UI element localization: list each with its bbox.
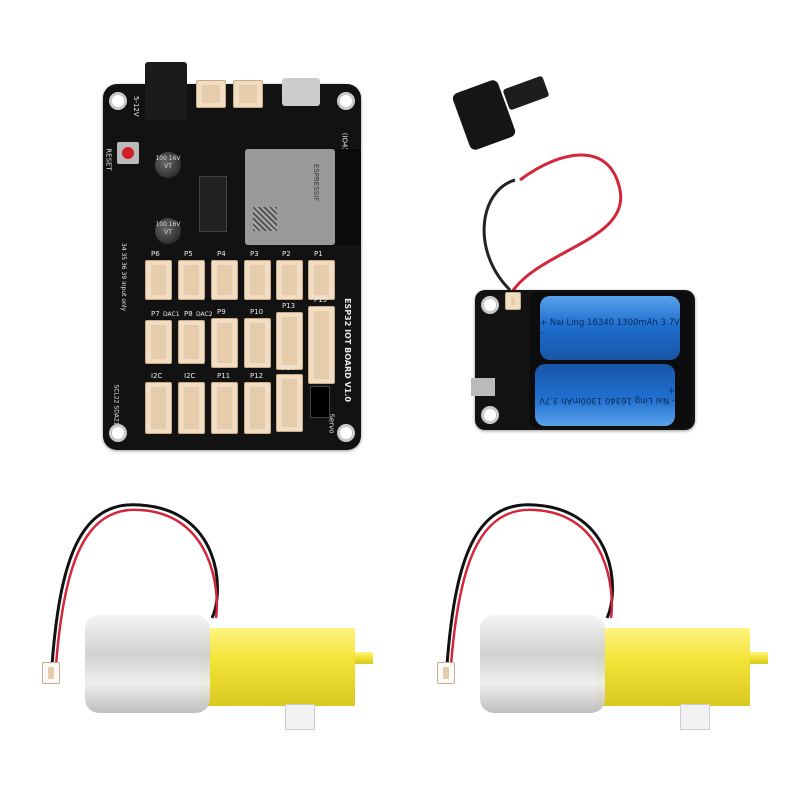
port-label: P3 xyxy=(250,250,259,258)
mount-hole xyxy=(109,424,127,442)
mount-hole xyxy=(109,92,127,110)
battery-cell-top: + Nai Ling 16340 1300mAh 3.7V - xyxy=(540,296,680,360)
connector-p10[interactable] xyxy=(244,318,271,368)
port-label: P11 xyxy=(217,372,231,380)
connector-p4[interactable] xyxy=(211,260,238,300)
esp32-module: ESPRESSIF xyxy=(245,149,335,245)
motor-plug xyxy=(42,662,60,684)
connector-p2[interactable] xyxy=(276,260,303,300)
output-shaft xyxy=(680,704,710,730)
port-label: P9 xyxy=(217,308,226,316)
driver-chip xyxy=(199,176,227,232)
connector-p3[interactable] xyxy=(244,260,271,300)
port-label: P13 xyxy=(282,302,296,310)
connector-p11[interactable] xyxy=(211,382,238,434)
port-label: P12 xyxy=(250,372,264,380)
motor-wire-right xyxy=(445,503,614,666)
connector-p12[interactable] xyxy=(244,382,271,434)
usb-c-port[interactable] xyxy=(282,78,320,106)
motor-can xyxy=(480,615,605,713)
connector-i2c_a[interactable] xyxy=(145,382,172,434)
esp32-iot-board: 5-12V RESET (IO4) 100 16V VT 100 16V VT … xyxy=(103,84,361,450)
capacitor: 100 16V VT xyxy=(155,152,181,178)
port-label: P5 xyxy=(184,250,193,258)
gearbox-tab xyxy=(355,652,373,664)
micro-usb-port[interactable] xyxy=(471,378,495,396)
motor-can xyxy=(85,615,210,713)
connector-p6[interactable] xyxy=(145,260,172,300)
gearbox-tab xyxy=(750,652,768,664)
connector-p5[interactable] xyxy=(178,260,205,300)
battery-pack: + Nai Ling 16340 1300mAh 3.7V - - Nai Li… xyxy=(471,290,695,430)
port-label: P14 xyxy=(282,364,296,372)
gearbox xyxy=(200,628,355,706)
port-label: I2C xyxy=(151,372,163,380)
connector-p8[interactable] xyxy=(178,320,205,364)
port-label: P6 xyxy=(151,250,160,258)
port-label: P2 xyxy=(282,250,291,258)
battery-cable-red xyxy=(510,153,623,293)
motor-wire-left-red xyxy=(54,508,219,666)
mount-hole xyxy=(337,92,355,110)
connector-p14[interactable] xyxy=(276,374,303,432)
dac-label: DAC1 xyxy=(163,311,180,318)
port-label: P1 xyxy=(314,250,323,258)
mount-hole xyxy=(337,424,355,442)
port-label: I2C xyxy=(184,372,196,380)
battery-cable xyxy=(482,178,516,292)
connector-p1[interactable] xyxy=(308,260,335,300)
capacitor: 100 16V VT xyxy=(155,218,181,244)
port-label: P15 xyxy=(314,296,328,304)
servo-header[interactable] xyxy=(310,386,330,418)
connector-i2c_b[interactable] xyxy=(178,382,205,434)
dc-barrel-jack[interactable] xyxy=(145,62,187,120)
motor-wire-left xyxy=(50,503,219,666)
output-shaft xyxy=(285,704,315,730)
motor-wire-right-red xyxy=(449,508,614,666)
motor-plug xyxy=(437,662,455,684)
mount-hole xyxy=(481,406,499,424)
connector-p7[interactable] xyxy=(145,320,172,364)
connector-p13[interactable] xyxy=(276,312,303,370)
motor-connector[interactable] xyxy=(196,80,226,108)
port-label: P10 xyxy=(250,308,264,316)
port-label: P4 xyxy=(217,250,226,258)
antenna-area xyxy=(335,149,361,245)
dac-label: DAC2 xyxy=(196,311,213,318)
port-label: P8 xyxy=(184,310,193,318)
port-label: P7 xyxy=(151,310,160,318)
battery-cell-bottom: - Nai Ling 16340 1300mAh 3.7V + xyxy=(535,364,675,426)
motor-connector[interactable] xyxy=(233,80,263,108)
qr-code xyxy=(253,207,277,231)
mount-hole xyxy=(481,296,499,314)
power-connector[interactable] xyxy=(505,292,521,310)
reset-button[interactable] xyxy=(117,142,139,164)
connector-p15[interactable] xyxy=(308,306,335,384)
gearbox xyxy=(595,628,750,706)
connector-p9[interactable] xyxy=(211,318,238,368)
